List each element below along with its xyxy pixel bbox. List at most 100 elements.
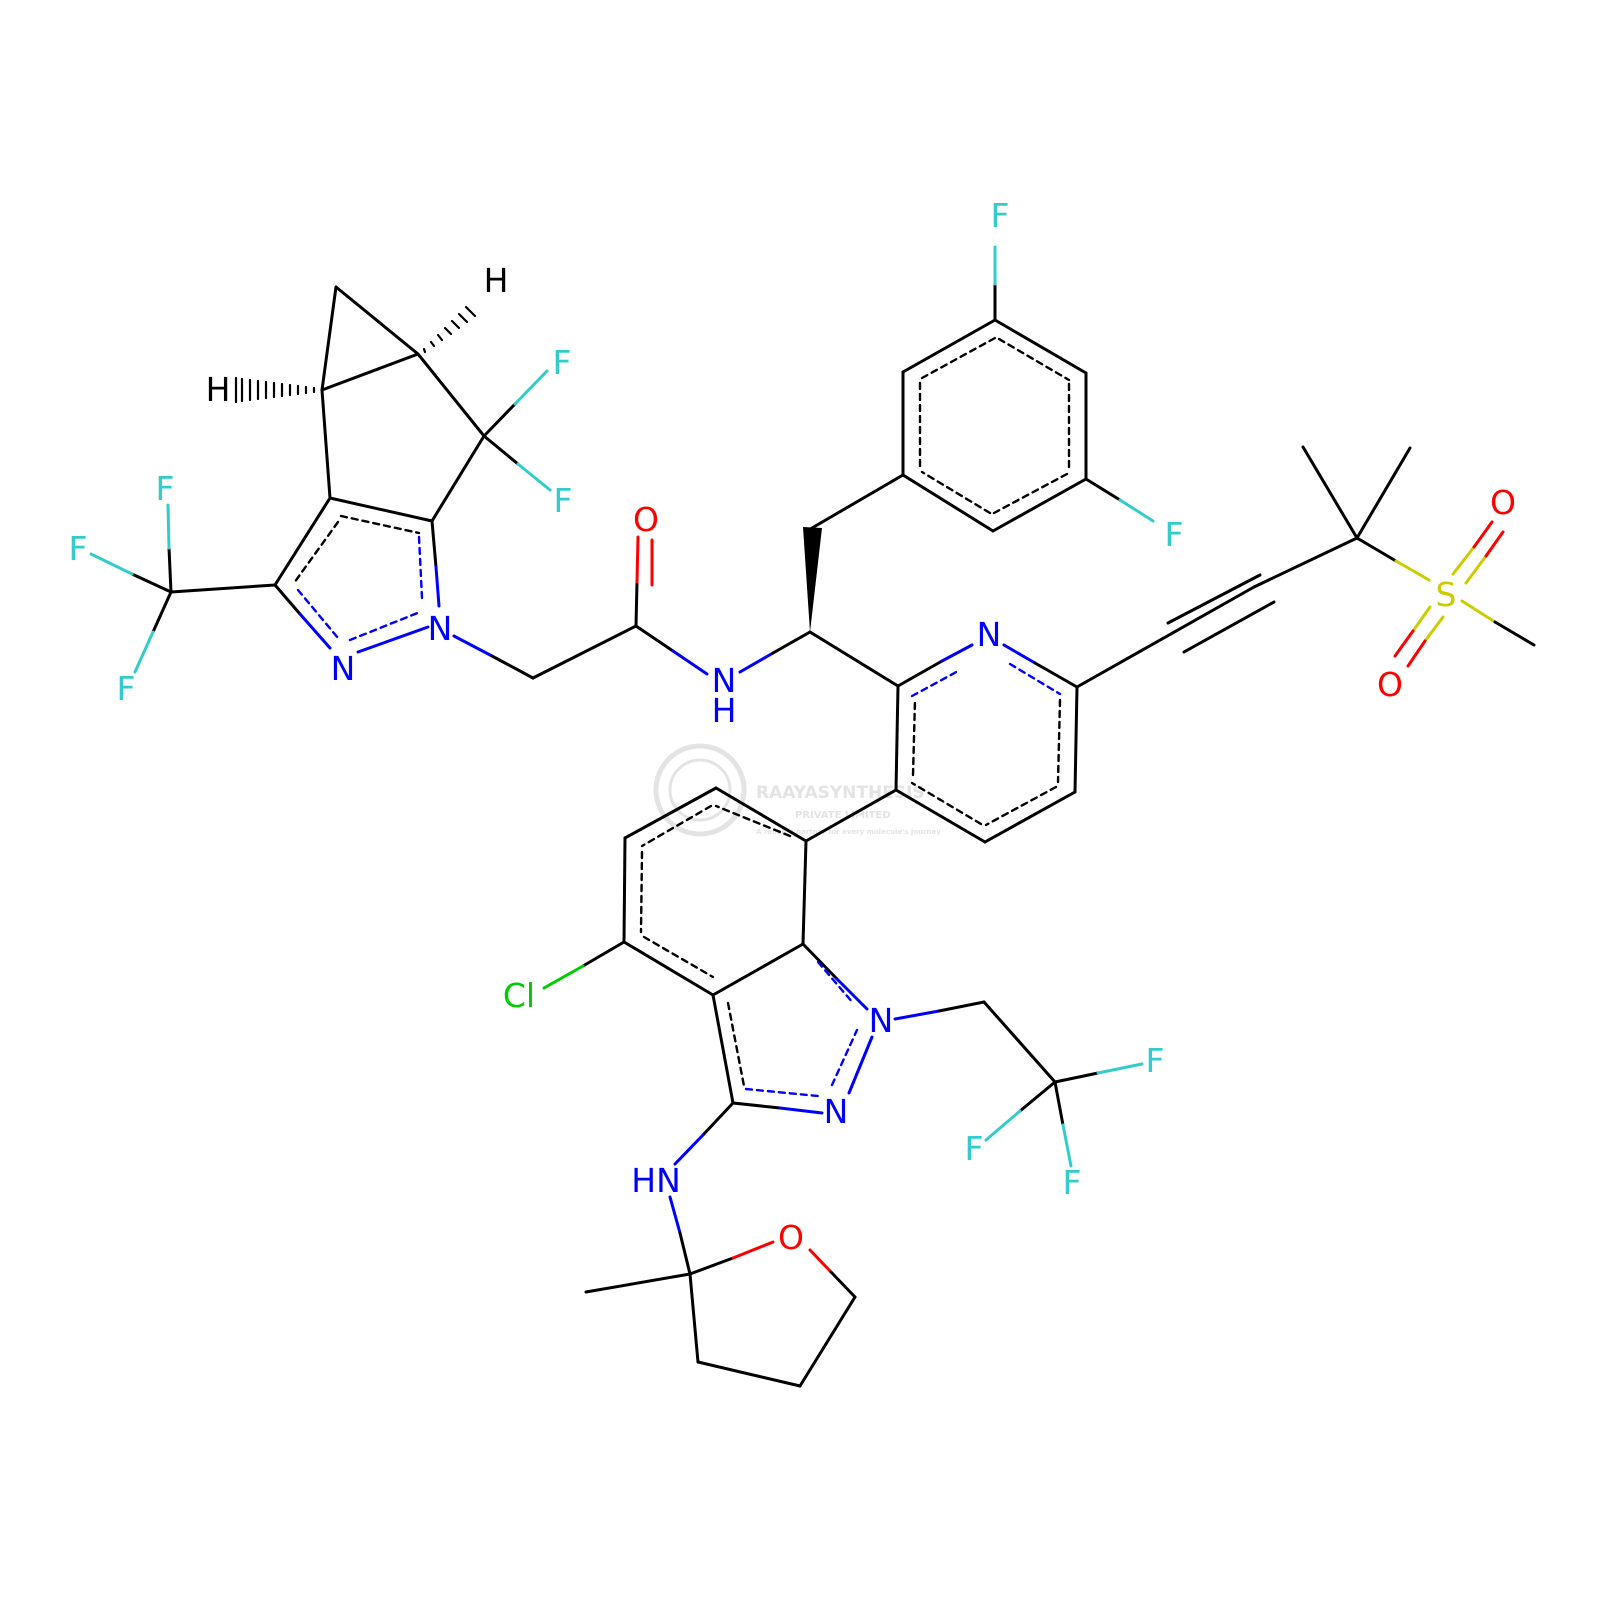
bond <box>1493 620 1536 647</box>
bond <box>688 1256 735 1276</box>
bond <box>701 1101 735 1137</box>
bond <box>829 1270 857 1299</box>
aromatic-bond <box>339 514 421 535</box>
bond <box>778 1106 824 1115</box>
bond <box>482 402 517 438</box>
bond <box>801 942 839 981</box>
bond <box>810 473 905 530</box>
bond <box>696 1360 802 1388</box>
atom-label-n: N <box>824 1092 849 1131</box>
bond <box>982 1000 1057 1084</box>
atom-label-f: F <box>965 1129 984 1168</box>
atom-label-s: S <box>1436 575 1457 614</box>
bond <box>847 1035 874 1095</box>
aromatic-bond <box>992 472 1069 515</box>
bond <box>901 318 997 374</box>
aromatic-bond <box>1056 698 1062 784</box>
atom-labels: F F F F F H H N N O N H F F N O S O Cl N… <box>69 196 1516 1257</box>
bond <box>671 649 709 676</box>
bond <box>801 839 808 946</box>
bond <box>320 388 332 500</box>
atom-label-f: F <box>69 529 88 568</box>
bond <box>1252 536 1359 589</box>
bond <box>738 651 775 674</box>
bond <box>1484 530 1505 558</box>
aromatic-bond <box>348 610 422 642</box>
bond <box>482 434 520 466</box>
bond <box>1053 1071 1100 1084</box>
bond <box>622 836 627 944</box>
aromatic-bond <box>910 668 962 698</box>
bond <box>452 634 494 658</box>
aromatic-bond <box>920 470 992 515</box>
atom-label-o: O <box>633 500 659 539</box>
bond <box>513 369 549 406</box>
atom-label-f: F <box>117 669 136 708</box>
bond <box>901 473 995 533</box>
bond <box>668 1195 682 1235</box>
bond <box>328 496 434 523</box>
bond <box>1464 554 1488 585</box>
bond <box>416 352 486 438</box>
wedge-bond <box>803 527 822 632</box>
atom-label-n: N <box>428 609 453 648</box>
bond <box>1018 1080 1057 1113</box>
bond <box>893 1009 941 1021</box>
bond <box>993 318 1088 375</box>
aromatic-bond <box>1008 662 1062 696</box>
atom-label-cl: Cl <box>503 976 535 1015</box>
atom-label-n: N <box>869 1001 894 1040</box>
bond <box>1472 520 1494 549</box>
bond <box>1002 643 1037 665</box>
atom-label-f: F <box>553 343 572 382</box>
atom-label-h: H <box>484 261 509 300</box>
aromatic-bond <box>640 804 713 848</box>
aromatic-bond <box>910 781 983 826</box>
aromatic-bond <box>984 785 1058 827</box>
bond <box>167 546 173 594</box>
atom-label-h: H <box>206 370 231 409</box>
bond <box>169 583 277 594</box>
bond <box>940 643 974 663</box>
bond <box>1451 545 1476 576</box>
watermark-logo-icon <box>653 743 747 837</box>
bond <box>434 565 441 608</box>
bond <box>490 654 535 680</box>
bonds <box>89 245 1536 1388</box>
atom-label-n: N <box>977 615 1002 654</box>
atom-label-f: F <box>156 469 175 508</box>
atom-label-f: F <box>554 481 573 520</box>
bond <box>623 786 718 840</box>
bond <box>166 503 171 550</box>
aromatic-bond <box>911 698 917 777</box>
bond <box>320 285 338 392</box>
aromatic-bond <box>830 1028 859 1087</box>
atom-label-f: F <box>991 196 1010 235</box>
bond <box>808 630 900 688</box>
bond <box>1301 445 1359 540</box>
bond <box>1423 615 1445 643</box>
watermark-subtitle: PRIVATE LIMITED <box>795 810 891 821</box>
bond <box>1061 1123 1073 1168</box>
bond <box>678 1231 692 1276</box>
bond <box>542 964 585 990</box>
bond <box>894 684 900 792</box>
aromatic-bond <box>726 1001 746 1088</box>
triple-bond-line <box>1182 600 1276 654</box>
atom-label-o: O <box>1377 665 1403 704</box>
bond <box>273 583 302 616</box>
bond <box>89 552 134 576</box>
bond <box>334 285 420 356</box>
bond <box>808 1248 833 1274</box>
bond <box>1075 585 1256 689</box>
bond <box>1096 1062 1144 1075</box>
bond <box>714 786 808 843</box>
bond <box>991 477 1088 533</box>
atom-label-hn: HN <box>631 1161 681 1200</box>
bond <box>634 624 675 653</box>
bond <box>584 1272 692 1294</box>
bond <box>731 1240 775 1260</box>
bond <box>711 942 805 997</box>
bond <box>1355 536 1398 563</box>
